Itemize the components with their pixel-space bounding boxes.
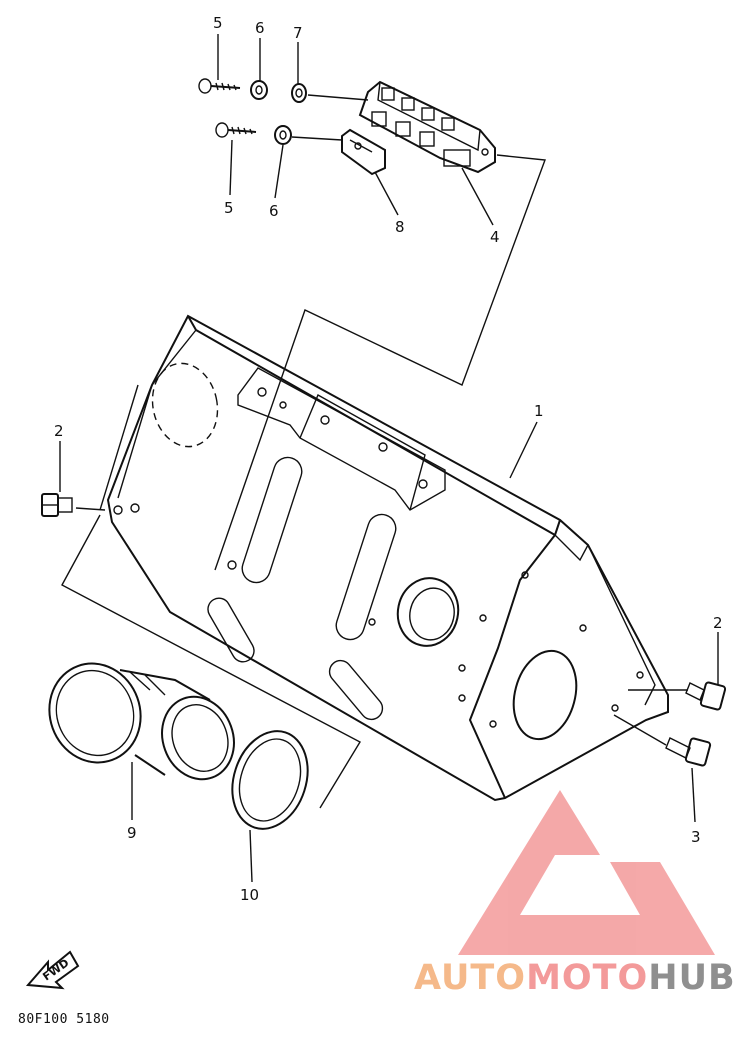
callout-8: 8 (395, 218, 405, 236)
bolt-right (685, 681, 727, 711)
callout-10: 10 (240, 886, 259, 904)
leader-lines (59, 34, 719, 883)
fuse-box (358, 80, 496, 174)
clamp-band (231, 730, 309, 830)
watermark-wordmark: AUTOMOTOHUB (414, 958, 736, 998)
callout-6-lower: 6 (269, 202, 279, 220)
callouts: 5 6 7 5 6 8 4 1 2 2 3 9 10 (54, 14, 723, 904)
washer-top (250, 80, 268, 100)
watermark-hub: HUB (648, 958, 736, 998)
intake-joint (48, 662, 235, 781)
main-panel (106, 314, 669, 802)
washer-lower (274, 125, 292, 145)
watermark-moto: MOTO (526, 958, 649, 998)
callout-3: 3 (691, 828, 701, 846)
watermark-auto: AUTO (414, 958, 527, 998)
callout-2-right: 2 (713, 614, 723, 632)
callout-5-top: 5 (213, 14, 223, 32)
callout-6-top: 6 (255, 19, 265, 37)
fuse-holder (341, 128, 386, 176)
fwd-arrow-icon: FWD (25, 950, 80, 990)
drawing-code: 80F100 5180 (18, 1012, 110, 1027)
watermark-logo-icon (458, 790, 715, 955)
callout-5-lower: 5 (224, 199, 234, 217)
guide-lines (61, 94, 688, 809)
screw-right (665, 737, 712, 767)
screw-top (198, 78, 241, 94)
fwd-label: FWD (40, 956, 71, 983)
bolt-left (41, 493, 73, 517)
callout-2-left: 2 (54, 422, 64, 440)
screw-lower (215, 122, 257, 138)
callout-9: 9 (127, 824, 137, 842)
callout-4: 4 (490, 228, 500, 246)
nut (291, 83, 307, 103)
callout-1: 1 (534, 402, 544, 420)
callout-7: 7 (293, 24, 303, 42)
